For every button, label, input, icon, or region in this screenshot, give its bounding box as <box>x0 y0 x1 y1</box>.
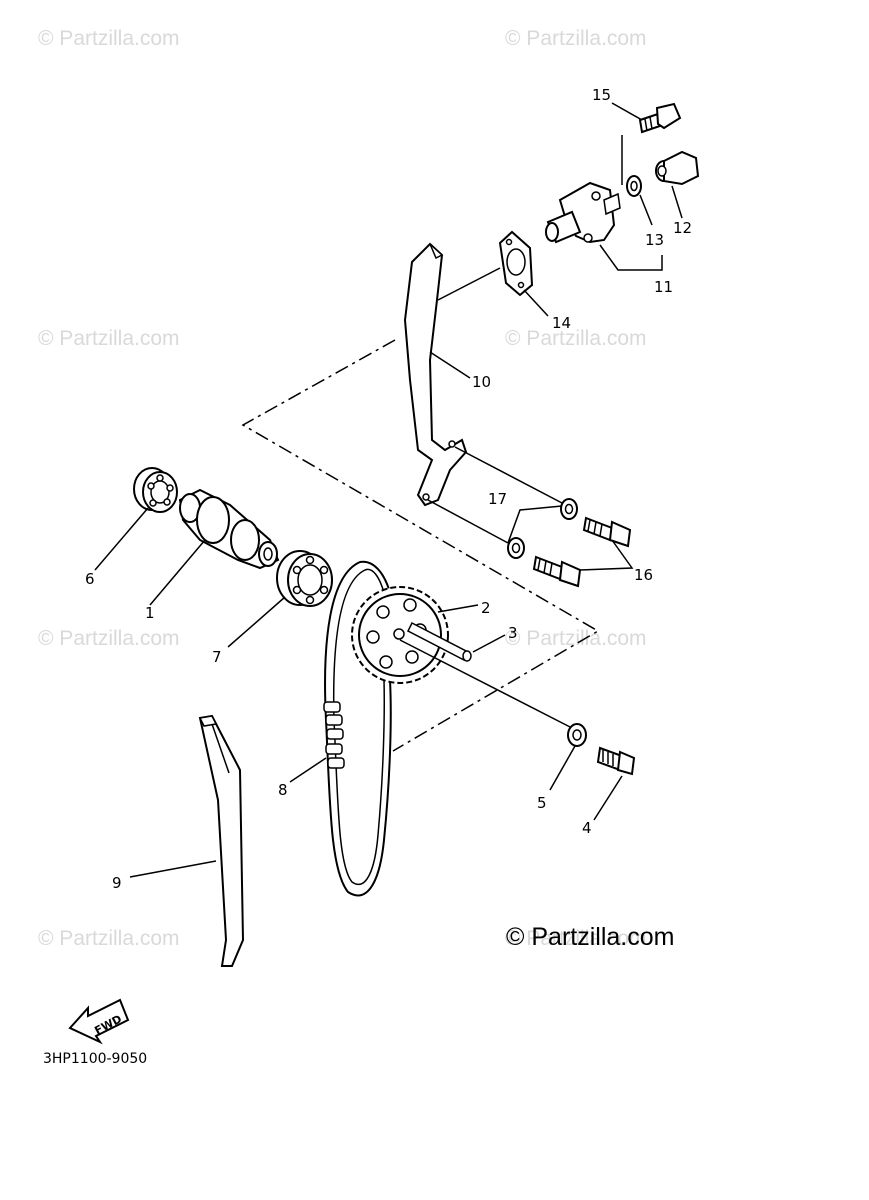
callout-8: 8 <box>278 781 288 799</box>
cam-sprocket <box>351 586 449 684</box>
watermark: © Partzilla.com <box>38 27 180 50</box>
callout-5: 5 <box>537 794 547 812</box>
collar-upper <box>560 498 578 520</box>
tensioner-gasket <box>498 230 534 297</box>
copyright-label: © Partzilla.com <box>506 923 674 951</box>
watermark: © Partzilla.com <box>505 927 647 950</box>
tensioner-washer <box>626 175 642 197</box>
callout-9: 9 <box>112 874 122 892</box>
chain-guide-upper <box>403 242 468 507</box>
callout-11: 11 <box>654 278 673 296</box>
bearing-right <box>276 550 333 607</box>
chain-tensioner <box>545 181 621 244</box>
callout-13: 13 <box>645 231 664 249</box>
callouts: 15 13 12 11 14 10 17 16 2 3 5 4 6 1 7 8 … <box>85 86 692 892</box>
fwd-arrow-icon: FWD <box>68 998 130 1045</box>
callout-17: 17 <box>488 490 507 508</box>
callout-14: 14 <box>552 314 571 332</box>
callout-leaders <box>94 102 683 878</box>
tensioner-bolt <box>638 102 682 134</box>
callout-12: 12 <box>673 219 692 237</box>
watermark: © Partzilla.com <box>505 27 647 50</box>
collar-lower <box>507 537 525 559</box>
watermarks: © Partzilla.com © Partzilla.com © Partzi… <box>38 27 647 950</box>
tensioner-cap-bolt <box>655 150 700 186</box>
callout-6: 6 <box>85 570 95 588</box>
watermark: © Partzilla.com <box>505 627 647 650</box>
bearing-left <box>133 467 178 513</box>
watermark: © Partzilla.com <box>38 327 180 350</box>
callout-10: 10 <box>472 373 491 391</box>
callout-7: 7 <box>212 648 222 666</box>
callout-15: 15 <box>592 86 611 104</box>
callout-1: 1 <box>145 604 155 622</box>
watermark: © Partzilla.com <box>505 327 647 350</box>
washer-sprocket <box>567 723 587 747</box>
sprocket-bolt <box>596 746 636 776</box>
callout-4: 4 <box>582 819 592 837</box>
chain-guide-lower <box>198 714 245 967</box>
guide-bolt-upper <box>582 516 632 548</box>
callout-2: 2 <box>481 599 491 617</box>
watermark: © Partzilla.com <box>38 627 180 650</box>
callout-16: 16 <box>634 566 653 584</box>
dowel-pin <box>406 621 472 662</box>
assembly-plane <box>241 339 600 752</box>
diagram-code: 3HP1100-9050 <box>43 1051 147 1067</box>
guide-bolt-lower <box>532 555 582 588</box>
callout-3: 3 <box>508 624 518 642</box>
camshaft <box>178 488 280 570</box>
watermark: © Partzilla.com <box>38 927 180 950</box>
